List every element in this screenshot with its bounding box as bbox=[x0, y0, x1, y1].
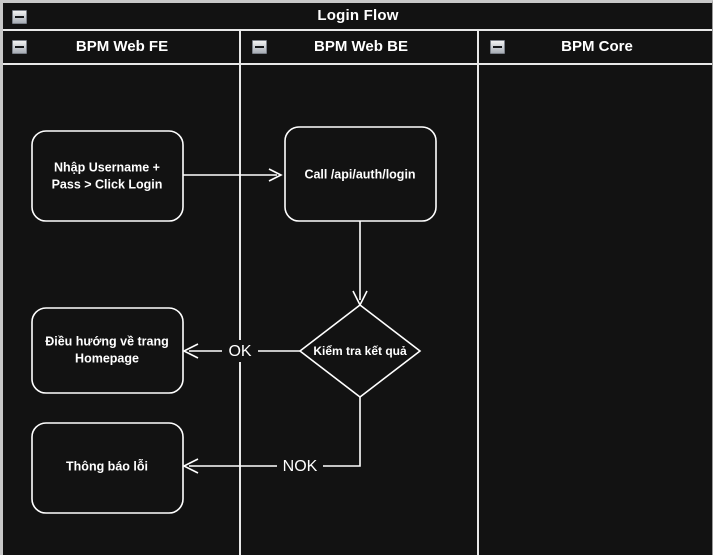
node-input-credentials-line-1: Nhập Username + bbox=[54, 160, 160, 174]
node-redirect-homepage[interactable]: Điều hướng về trang Homepage bbox=[31, 307, 184, 394]
flow-layer: OK NOK Nhập Username + Pass > Click Logi… bbox=[31, 126, 437, 514]
node-input-credentials[interactable]: Nhập Username + Pass > Click Login bbox=[31, 130, 184, 222]
lane-header-row: BPM Web FE BPM Web BE BPM Core bbox=[3, 31, 712, 65]
edge-check-result-to-redirect-ok: OK bbox=[182, 340, 300, 362]
collapse-lane-core-icon[interactable] bbox=[490, 40, 505, 54]
lane-label-bpm-web-fe: BPM Web FE bbox=[75, 38, 169, 55]
edge-call-api-to-check-result bbox=[352, 221, 368, 307]
lane-header-bpm-core: BPM Core bbox=[481, 31, 712, 63]
node-call-login-api-label: Call /api/auth/login bbox=[304, 167, 415, 181]
lane-header-bpm-web-be: BPM Web BE bbox=[243, 31, 479, 63]
collapse-diagram-icon[interactable] bbox=[12, 10, 27, 24]
edge-check-result-to-error-nok: NOK bbox=[182, 397, 361, 477]
node-call-login-api[interactable]: Call /api/auth/login bbox=[284, 126, 437, 222]
node-check-result[interactable]: Kiểm tra kết quả bbox=[298, 303, 422, 399]
edge-label-nok: NOK bbox=[283, 458, 318, 475]
lane-label-bpm-core: BPM Core bbox=[561, 38, 633, 55]
diagram-title-bar: Login Flow bbox=[3, 3, 712, 31]
edge-input-to-call-api bbox=[183, 168, 283, 182]
collapse-lane-fe-icon[interactable] bbox=[12, 40, 27, 54]
lane-label-bpm-web-be: BPM Web BE bbox=[314, 38, 408, 55]
node-redirect-homepage-line-2: Homepage bbox=[75, 351, 139, 365]
edge-label-ok: OK bbox=[228, 343, 251, 360]
lane-separator-be-core bbox=[477, 31, 479, 555]
node-redirect-homepage-line-1: Điều hướng về trang bbox=[45, 334, 169, 348]
node-error-message-label: Thông báo lỗi bbox=[66, 458, 148, 473]
diagram-title: Login Flow bbox=[317, 7, 399, 24]
lane-header-bpm-web-fe: BPM Web FE bbox=[3, 31, 241, 63]
node-check-result-label: Kiểm tra kết quả bbox=[313, 344, 407, 358]
node-input-credentials-line-2: Pass > Click Login bbox=[52, 177, 163, 191]
collapse-lane-be-icon[interactable] bbox=[252, 40, 267, 54]
lane-separator-fe-be bbox=[239, 31, 241, 555]
node-error-message[interactable]: Thông báo lỗi bbox=[31, 422, 184, 514]
